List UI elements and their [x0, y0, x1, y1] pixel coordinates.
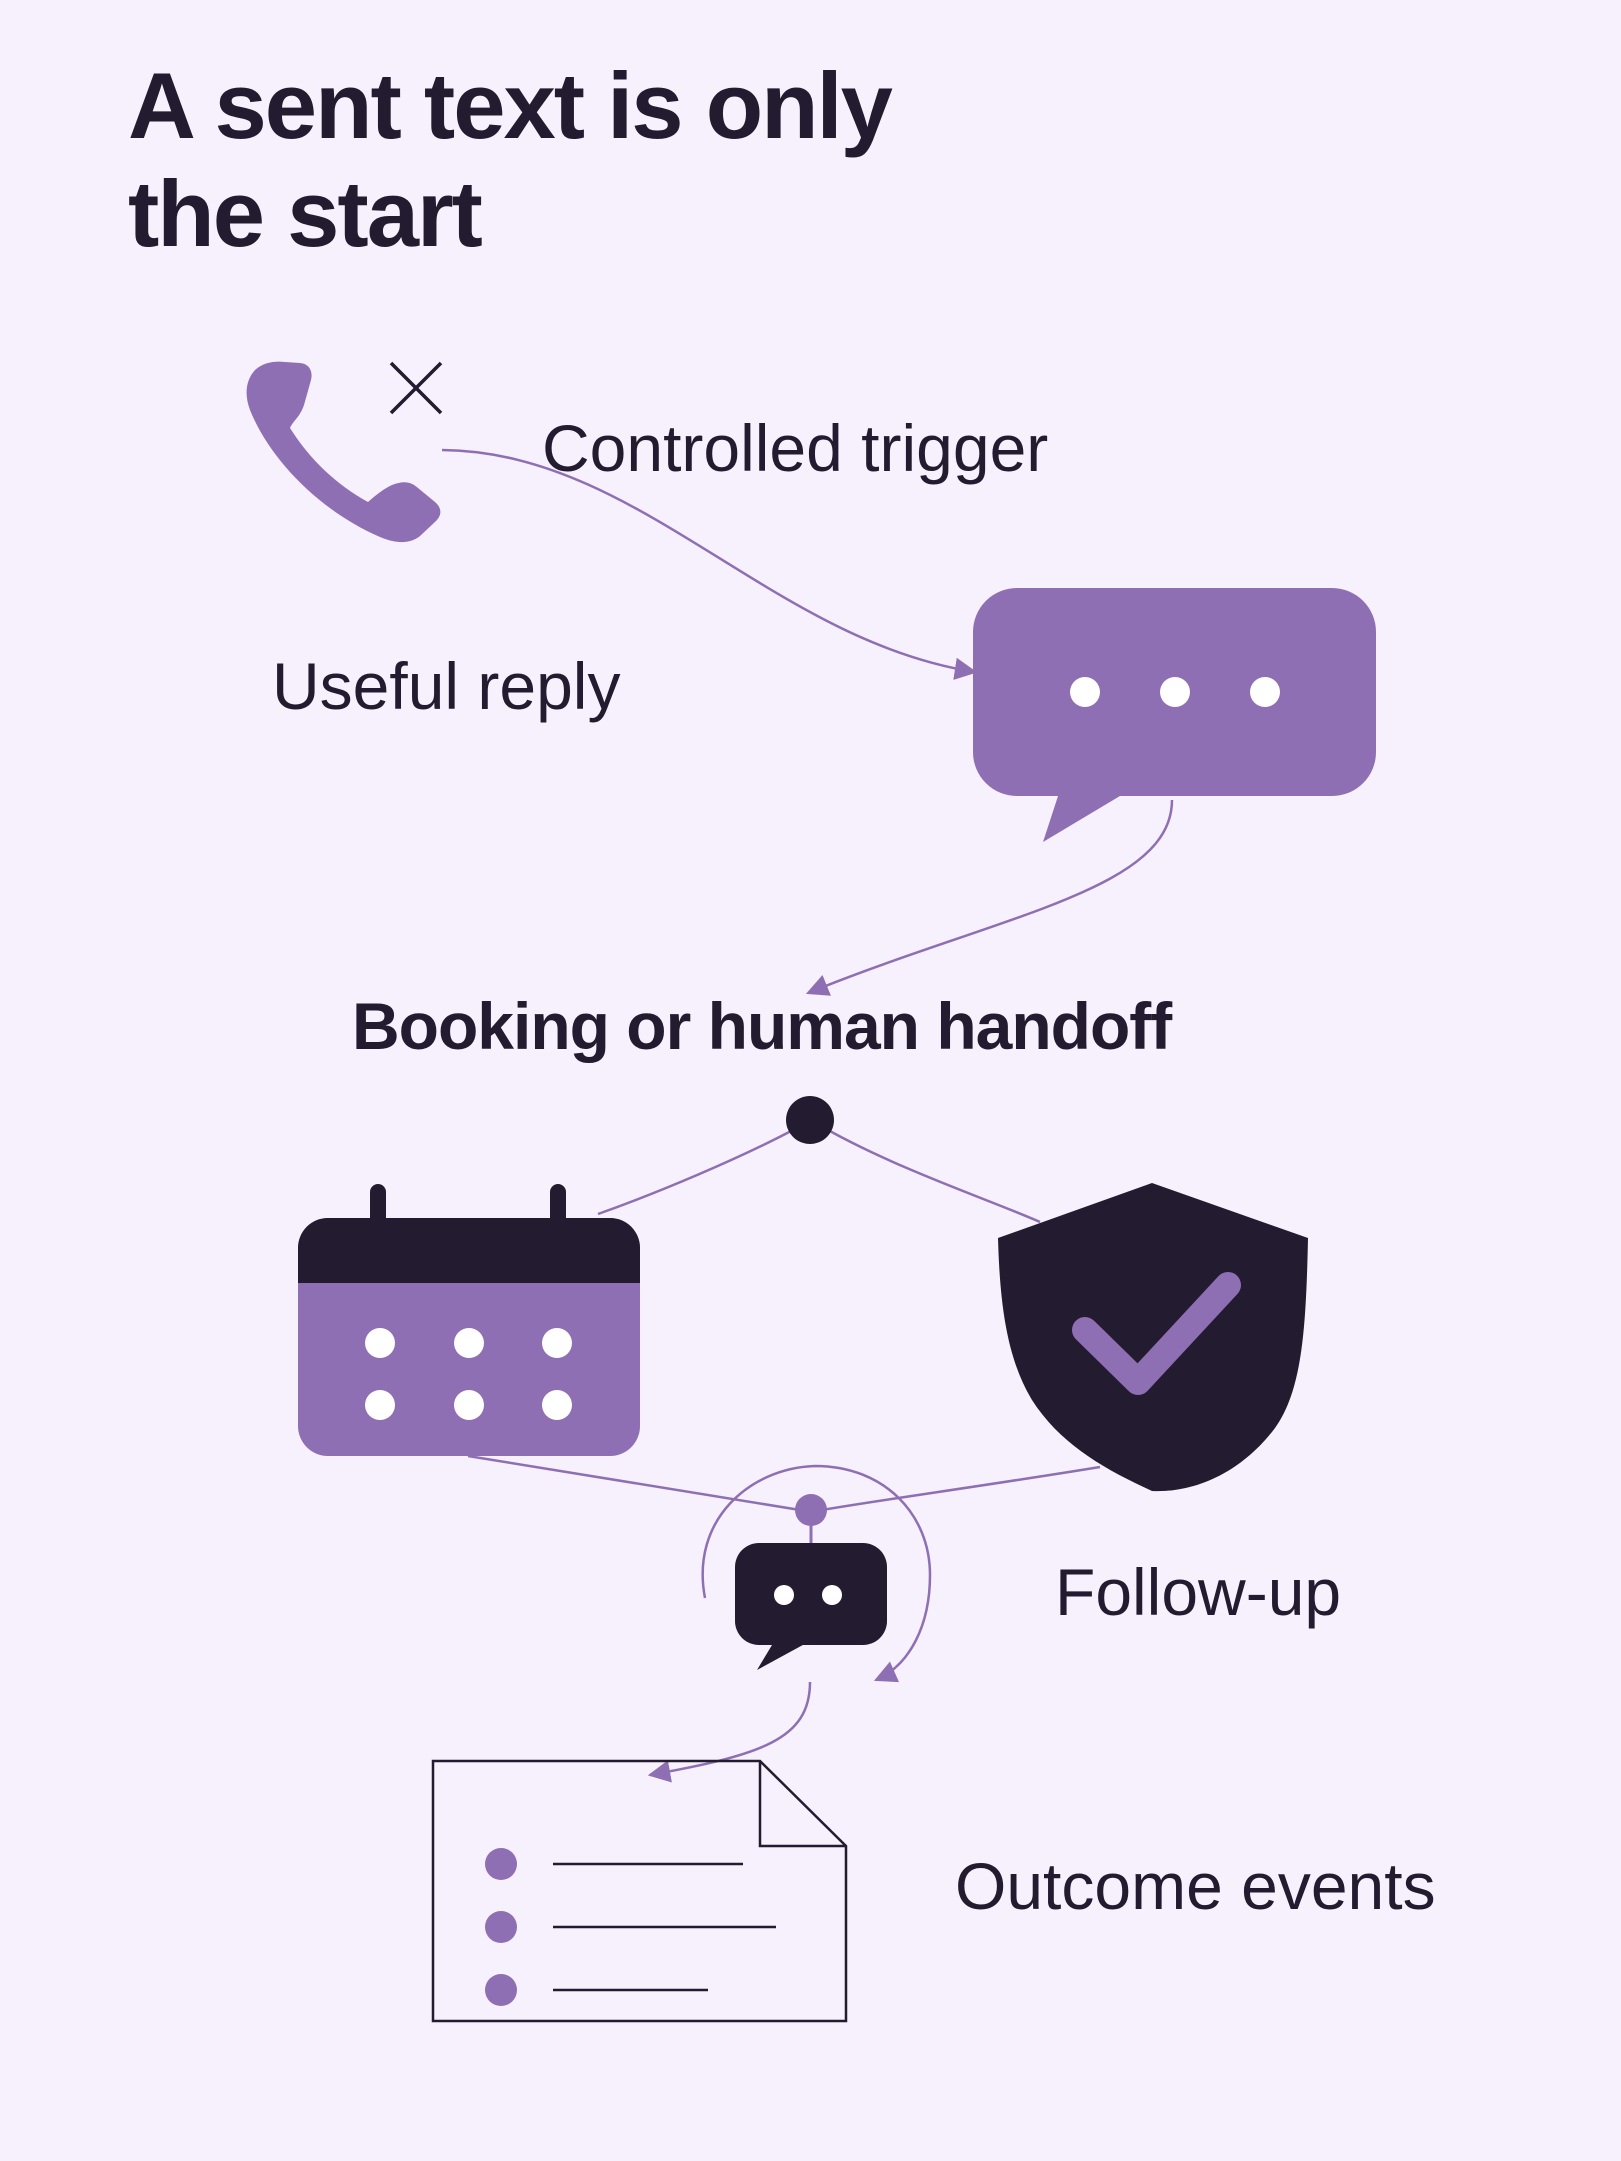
connector-calendar-to-bot	[467, 1454, 801, 1512]
label-useful-reply: Useful reply	[272, 649, 621, 723]
document-list-icon	[431, 1759, 848, 2023]
connector-node-to-calendar	[597, 1128, 794, 1216]
connector-shield-to-bot	[821, 1465, 1101, 1512]
branch-node	[786, 1096, 834, 1144]
connector-reply-to-booking	[805, 799, 1174, 996]
missed-call-icon	[246, 361, 443, 543]
label-controlled-trigger: Controlled trigger	[542, 411, 1049, 485]
connector-bot-to-outcome	[647, 1681, 812, 1783]
label-booking-or-handoff: Booking or human handoff	[352, 989, 1172, 1063]
calendar-icon	[298, 1184, 640, 1456]
bot-icon	[735, 1494, 887, 1670]
followup-loop-arrow	[701, 1464, 932, 1683]
connector-trigger-to-reply	[441, 448, 978, 680]
page-title: A sent text is only the start	[128, 53, 893, 266]
shield-check-icon	[998, 1183, 1308, 1492]
connector-node-to-shield	[827, 1128, 1041, 1224]
label-outcome-events: Outcome events	[955, 1849, 1436, 1923]
chat-bubble-icon	[973, 588, 1376, 842]
label-follow-up: Follow-up	[1055, 1555, 1342, 1629]
